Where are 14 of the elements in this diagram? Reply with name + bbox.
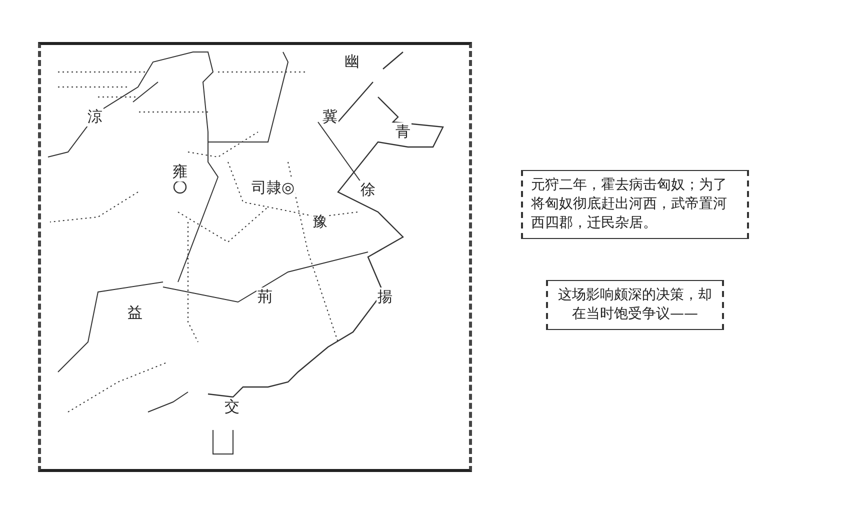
region-label: 涼 bbox=[86, 108, 104, 126]
region-label: 青 bbox=[394, 122, 412, 142]
caption-box: 元狩二年，霍去病击匈奴；为了将匈奴彻底赶出河西，武帝置河西四郡，迁民杂居。 bbox=[521, 170, 749, 239]
region-label: 揚 bbox=[376, 288, 394, 306]
region-label: 徐 bbox=[360, 180, 376, 200]
region-label: 幽 bbox=[344, 52, 360, 72]
region-label: 冀 bbox=[322, 108, 338, 126]
region-label: 益 bbox=[126, 304, 144, 322]
region-label: 司隷◎ bbox=[250, 178, 296, 198]
region-label: 雍 bbox=[172, 162, 188, 182]
region-label: 交 bbox=[224, 398, 240, 416]
region-label: 豫 bbox=[312, 212, 328, 232]
region-label: 荊 bbox=[256, 288, 274, 306]
caption-box: 这场影响颇深的决策，却在当时饱受争议—— bbox=[546, 280, 724, 330]
